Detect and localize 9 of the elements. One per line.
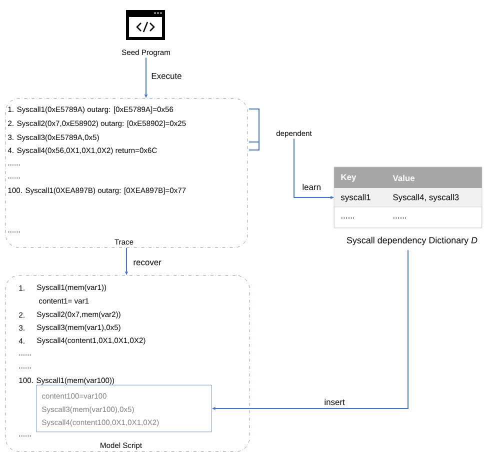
edge-label: learn: [301, 182, 322, 192]
edge-label: Execute: [150, 72, 183, 80]
table-caption: Syscall dependency Dictionary D: [346, 236, 478, 246]
edge-label: recover: [132, 260, 162, 266]
table-cell: Key: [341, 174, 356, 182]
edge-label: insert: [323, 398, 346, 406]
table-cell: Syscall4, syscall3: [393, 194, 459, 202]
table-cell: syscall1: [340, 194, 370, 202]
table-cell: Value: [392, 174, 415, 182]
